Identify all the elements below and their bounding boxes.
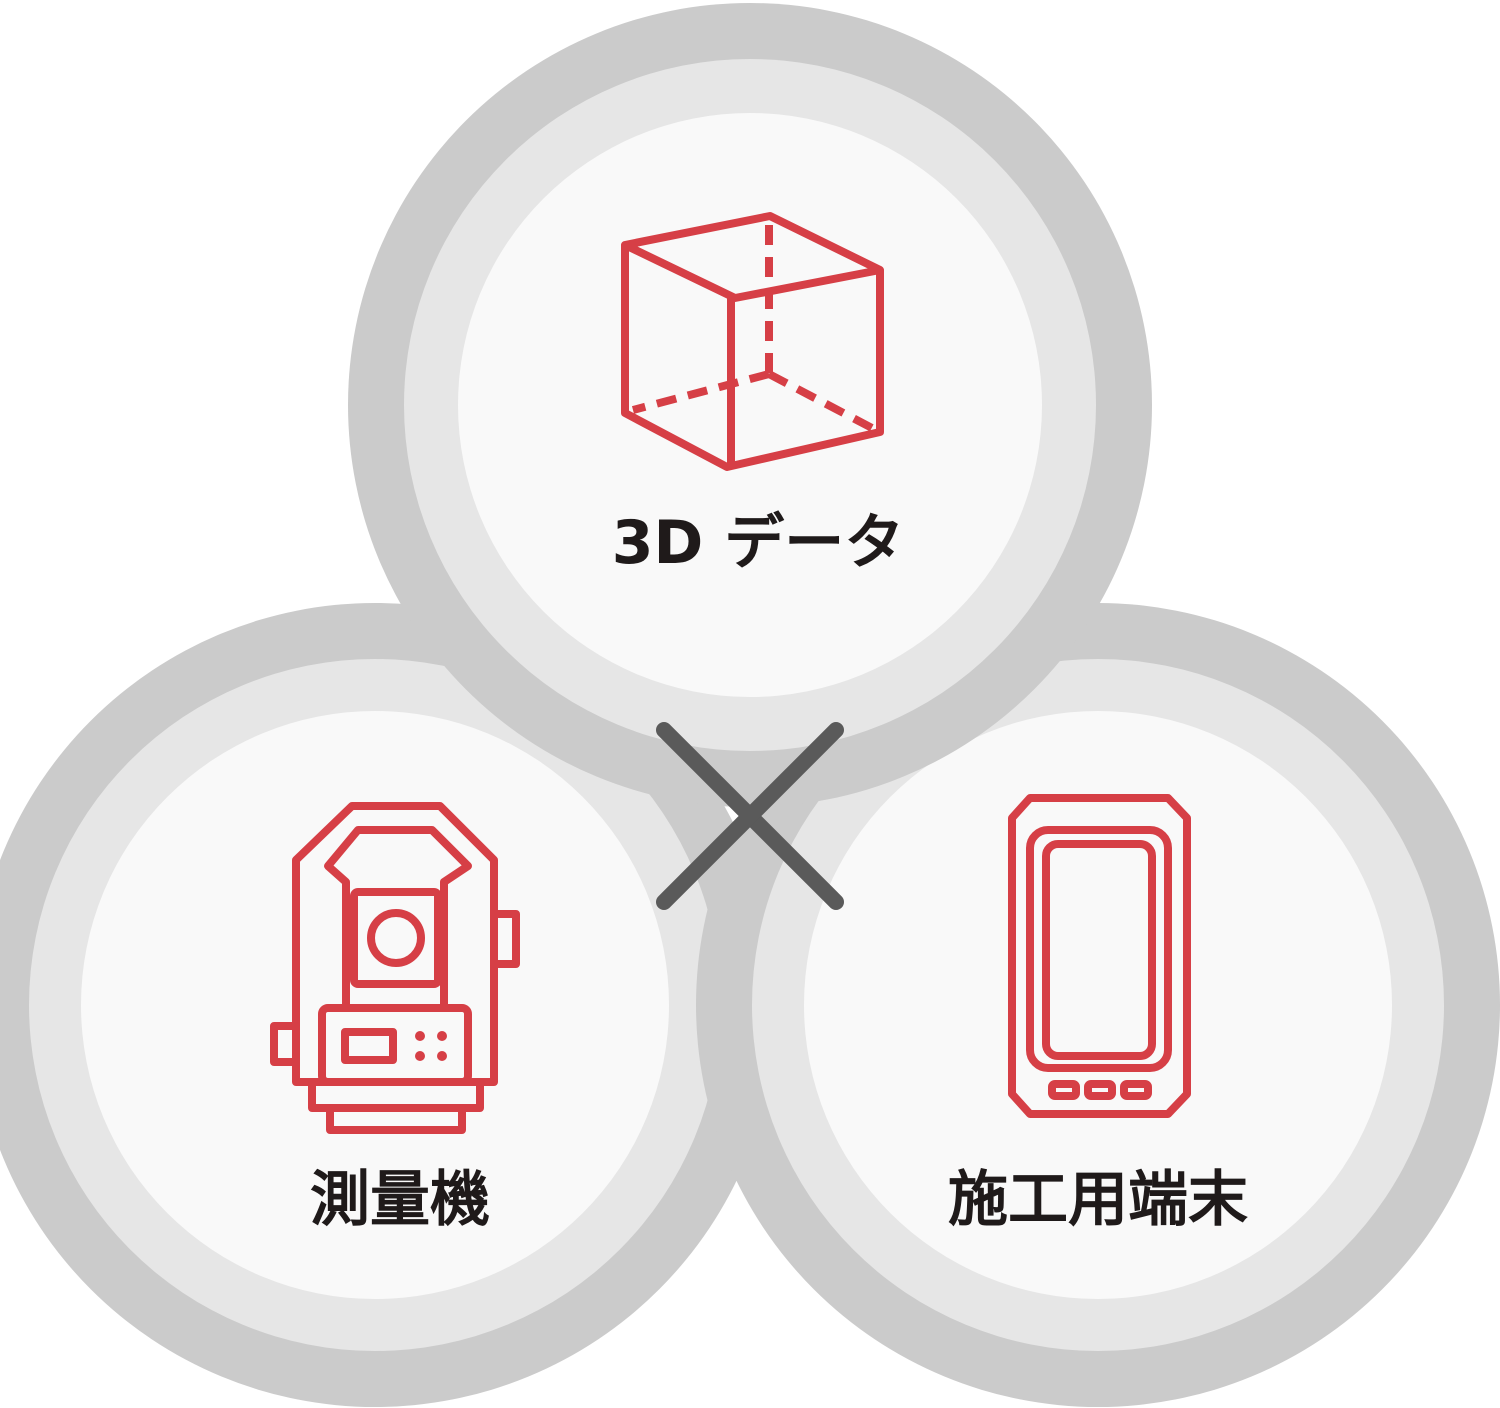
node-data: [348, 3, 1152, 807]
data-disc: [458, 113, 1042, 697]
total-station-icon: [270, 802, 520, 1134]
node-terminal: [696, 603, 1500, 1407]
data-label: 3D データ: [612, 508, 904, 578]
times-icon: [656, 722, 844, 910]
terminal-label: 施工用端末: [948, 1165, 1248, 1235]
terminal-disc: [804, 711, 1392, 1299]
tablet-icon: [1008, 794, 1191, 1118]
cube-icon: [621, 212, 884, 471]
survey-label: 測量機: [310, 1165, 490, 1235]
